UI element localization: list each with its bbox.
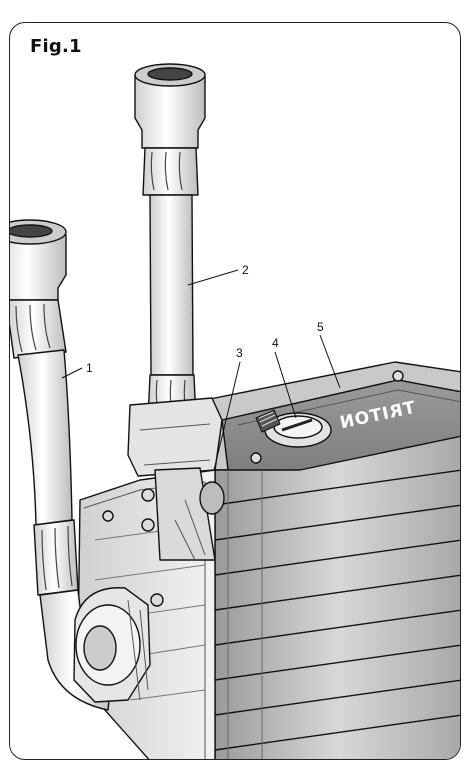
leader-5 (319, 334, 341, 389)
callout-5: 5 (317, 320, 324, 334)
inlet-union-nut (73, 587, 151, 703)
leader-1 (61, 367, 83, 379)
leader-2 (187, 269, 239, 286)
callout-1: 1 (86, 361, 93, 375)
leader-3 (213, 361, 241, 471)
pump-side-ribs (214, 435, 460, 759)
outlet-union-nut (127, 397, 225, 561)
callout-3: 3 (236, 346, 243, 360)
figure-title: Fig.1 (30, 36, 82, 57)
hose-2-outlet (134, 63, 206, 421)
callout-4: 4 (272, 336, 279, 350)
callout-2: 2 (242, 263, 249, 277)
leader-4 (274, 351, 297, 419)
control-knob (255, 409, 332, 448)
callout-leaders (61, 269, 341, 471)
